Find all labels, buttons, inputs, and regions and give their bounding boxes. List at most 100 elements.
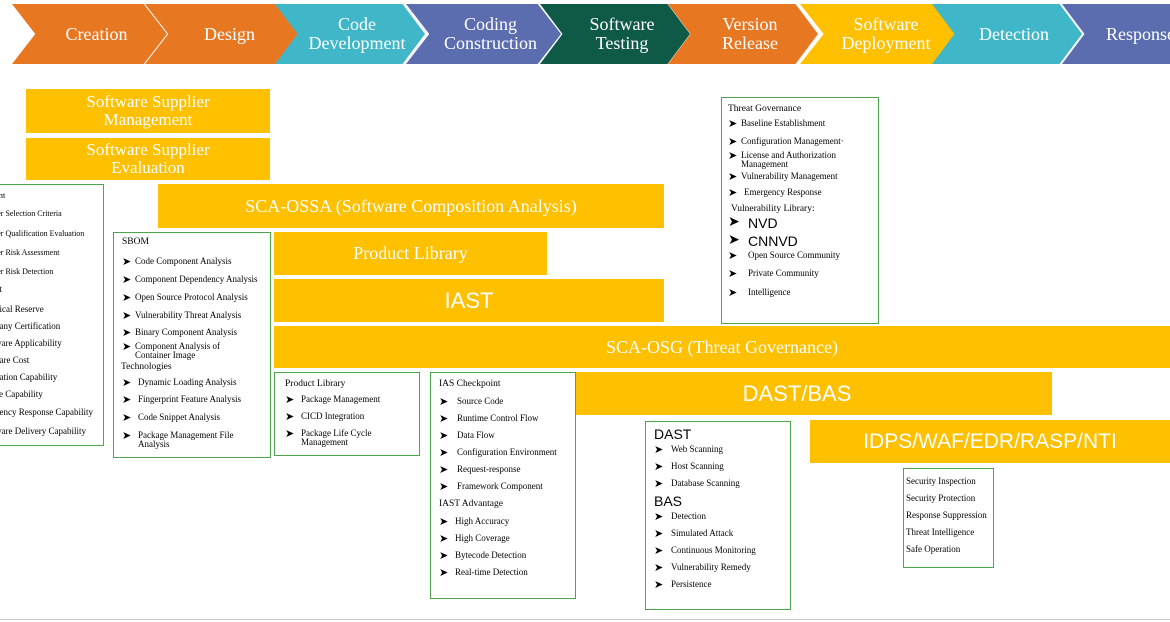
list-item: ier Risk Assessment	[0, 248, 103, 267]
item-text: Package Management	[301, 394, 381, 404]
stage-chevron-detection: Detection	[932, 4, 1082, 64]
item-text: Safe Operation	[906, 544, 961, 554]
item-text: Security Inspection	[906, 476, 976, 486]
stage-chevron-software-deployment: Software Deployment	[800, 4, 958, 64]
item-text: CNNVD	[748, 233, 798, 249]
list-item: ➤Host Scanning	[654, 462, 790, 479]
item-text: ier Qualification Evaluation	[0, 229, 85, 238]
box-heading: DAST	[654, 426, 692, 442]
arrowhead-bullet-icon: ➤	[728, 287, 738, 299]
list-item: ➤Package Management	[285, 395, 419, 412]
list-item: ➤Vulnerability Management	[728, 172, 878, 188]
arrowhead-bullet-icon: ➤	[654, 461, 664, 473]
list-item: ➤ Web Scanning	[654, 445, 790, 462]
stage-label: Software Deployment	[841, 14, 931, 53]
item-text: Package Life Cycle Management	[301, 428, 372, 447]
bottom-divider	[0, 619, 1170, 620]
item-text: Security Protection	[906, 493, 976, 503]
item-text: Data Flow	[457, 430, 495, 440]
item-text: Emergency Response	[744, 187, 822, 197]
item-text: ware Applicability	[0, 338, 62, 348]
arrowhead-bullet-icon: ➤	[439, 516, 449, 528]
list-item: ➤High Accuracy	[439, 517, 575, 534]
list-item: Threat Intelligence	[906, 528, 993, 545]
item-text: Runtime Control Flow	[457, 413, 539, 423]
item-text: Database Scanning	[671, 478, 740, 488]
arrowhead-bullet-icon: ➤	[654, 579, 664, 591]
item-text: Response Suppression	[906, 510, 987, 520]
list-item: ➤ Vulnerability Remedy	[654, 563, 790, 580]
list-item: ➤ Database Scanning	[654, 479, 790, 493]
item-text: NVD	[748, 215, 778, 231]
arrowhead-bullet-icon: ➤	[728, 268, 738, 280]
arrowhead-bullet-icon: ➤	[728, 250, 738, 262]
arrowhead-bullet-icon: ➤	[728, 233, 740, 248]
stage-label: Software Testing	[589, 14, 655, 53]
arrowhead-bullet-icon: ➤	[122, 341, 132, 353]
list-item: ➤Runtime Control Flow	[439, 414, 575, 431]
item-text: Configuration Environment	[457, 447, 557, 457]
list-item: ➤Package Management File Analysis	[122, 431, 270, 451]
bar-dast-bas: DAST/BAS	[542, 372, 1052, 415]
item-text: High Coverage	[455, 533, 510, 543]
stage-chevron-software-testing: Software Testing	[540, 4, 690, 64]
item-text: Binary Component Analysis	[135, 327, 237, 337]
item-text: Framework Component	[457, 481, 543, 491]
item-text: Baseline Establishment	[741, 118, 826, 128]
bar-idps: IDPS/WAF/EDR/RASP/NTI	[810, 420, 1170, 463]
box-subheading: Vulnerability Library:	[731, 204, 815, 214]
stage-chevron-version-release: Version Release	[668, 4, 818, 64]
arrowhead-bullet-icon: ➤	[122, 377, 132, 389]
item-text: Vulnerability Threat Analysis	[135, 310, 242, 320]
list-item: ➤Private Community	[728, 269, 878, 288]
list-item: ➤Continuous Monitoring	[654, 546, 790, 563]
arrowhead-bullet-icon: ➤	[654, 478, 664, 490]
list-item: ➤Bytecode Detection	[439, 551, 575, 568]
arrowhead-bullet-icon: ➤	[654, 562, 664, 574]
bar-label: DAST/BAS	[742, 380, 852, 406]
list-item: ➤Framework Component	[439, 482, 575, 499]
list-item: ier Selection Criteria	[0, 209, 103, 229]
threat-governance-box: Threat Governance ➤Baseline Establishmen…	[721, 97, 879, 324]
arrowhead-bullet-icon: ➤	[728, 150, 738, 162]
list-item: ➤Code Component Analysis	[122, 257, 270, 275]
arrowhead-bullet-icon: ➤	[122, 256, 132, 268]
box-subheading: Technologies	[121, 362, 172, 372]
item-text: Persistence	[671, 579, 712, 589]
list-item: ➤Configuration Management·	[728, 137, 878, 151]
bar-supplier-evaluation: Software Supplier Evaluation	[26, 138, 270, 180]
stage-label: Response	[1106, 23, 1170, 44]
list-item: ➤License and Authorization Management	[728, 151, 878, 172]
list-item: ➤ CNNVD	[728, 234, 878, 251]
arrowhead-bullet-icon: ➤	[654, 444, 664, 456]
list-item: ➤Component Analysis of Container Image	[122, 342, 270, 362]
item-text: Open Source Community	[748, 250, 840, 260]
item-text: Vulnerability Remedy	[671, 562, 751, 572]
arrowhead-bullet-icon: ➤	[439, 533, 449, 545]
item-text: nical Reserve	[0, 304, 44, 314]
item-text: Request-response	[457, 464, 521, 474]
ias-checkpoint-box: IAS Checkpoint ➤Source Code ➤Runtime Con…	[430, 372, 576, 599]
item-text: Threat Intelligence	[906, 527, 975, 537]
list-item: ➤Baseline Establishment	[728, 119, 878, 137]
list-item: vare Cost	[0, 356, 103, 373]
item-text: Web Scanning	[671, 444, 724, 454]
list-item: ➤Binary Component Analysis	[122, 328, 270, 342]
stage-label: Creation	[65, 23, 128, 44]
arrowhead-bullet-icon: ➤	[728, 136, 738, 148]
item-text: Source Code	[457, 396, 504, 406]
arrowhead-bullet-icon: ➤	[728, 171, 738, 183]
stage-label: Version Release	[722, 14, 778, 53]
list-item: ier Qualification Evaluation	[0, 229, 103, 248]
item-text: Real-time Detection	[455, 567, 528, 577]
stage-label: Coding Construction	[444, 14, 537, 53]
list-item: ➤ High Coverage	[439, 534, 575, 551]
bar-sca-ossa: SCA-OSSA (Software Composition Analysis)	[158, 184, 664, 228]
item-text: ier Risk Detection	[0, 267, 54, 276]
list-item: ➤Package Life Cycle Management	[285, 429, 419, 449]
sbom-box: SBOM ➤Code Component Analysis ➤Component…	[113, 232, 271, 458]
item-text: ent	[0, 190, 6, 200]
list-item: ➤ Persistence	[654, 580, 790, 597]
list-item: ier Risk Detection	[0, 267, 103, 285]
list-item: ➤Real-time Detection	[439, 568, 575, 585]
